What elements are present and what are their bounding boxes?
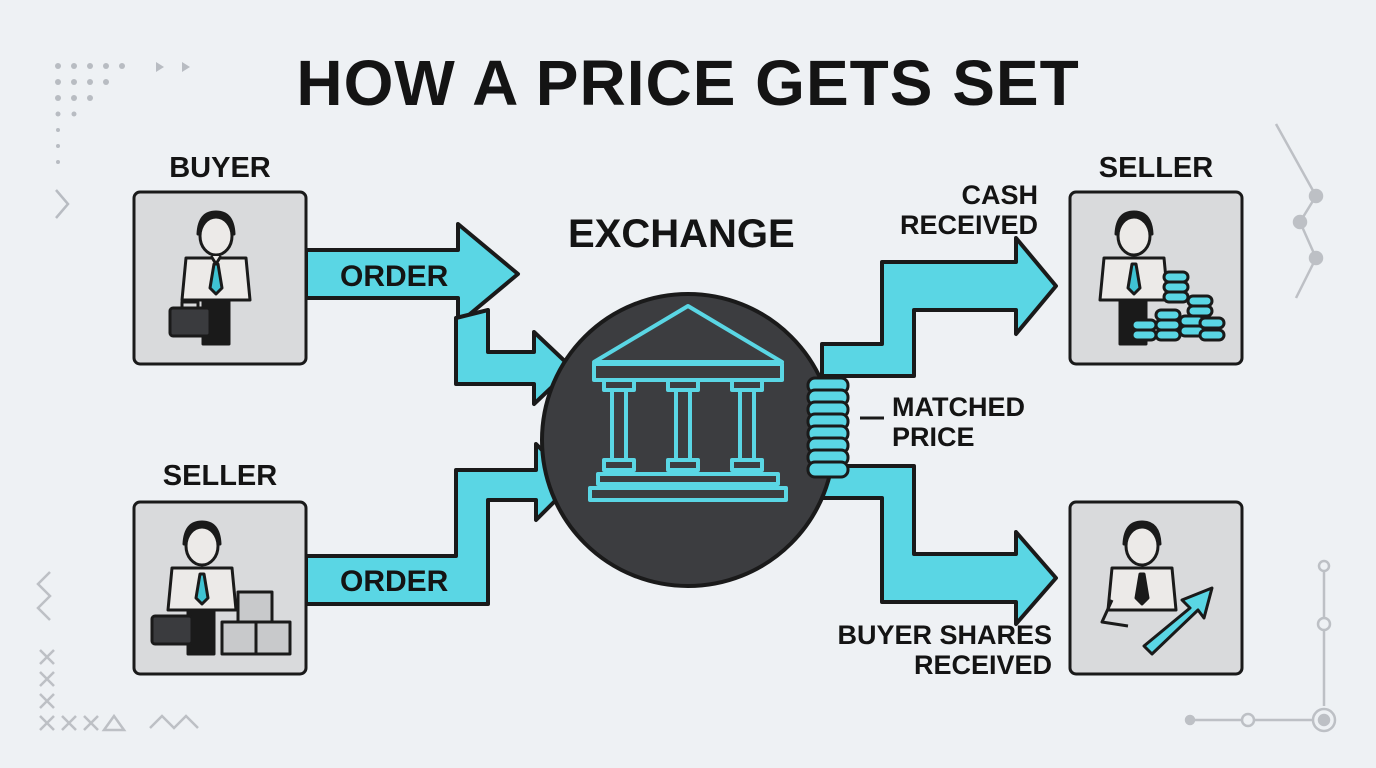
cash-received-label: CASH RECEIVED [880, 180, 1038, 240]
buyer-order-arrow [304, 222, 574, 406]
seller-order-label: ORDER [340, 565, 449, 598]
decorative-dots [55, 62, 190, 164]
matched-price-line1: MATCHED [892, 392, 1025, 422]
seller-left-label: SELLER [162, 460, 278, 492]
seller-right-card [1068, 190, 1244, 366]
buyer-card [132, 190, 308, 366]
cash-received-line1: CASH [961, 180, 1038, 210]
businessman-shares-arrow-icon [1100, 520, 1214, 656]
bank-building-icon [588, 304, 788, 502]
decorative-zigzags [36, 571, 199, 732]
shares-received-line1: BUYER SHARES [837, 620, 1052, 650]
shares-received-line2: RECEIVED [913, 650, 1052, 680]
buyer-right-card [1068, 500, 1244, 676]
buyer-order-label: ORDER [340, 260, 449, 293]
businessman-coins-icon [1098, 210, 1226, 346]
exchange-hub [540, 292, 884, 588]
cash-received-arrow [820, 236, 1058, 378]
businessman-boxes-icon [150, 520, 292, 656]
matched-price-line2: PRICE [892, 422, 975, 452]
matched-price-coins-icon [806, 376, 850, 479]
exchange-label: EXCHANGE [568, 212, 795, 256]
buyer-label: BUYER [169, 152, 271, 184]
matched-price-label: MATCHED PRICE [892, 392, 1025, 452]
businessman-briefcase-icon [168, 210, 252, 346]
seller-left-card [132, 500, 308, 676]
shares-received-label: BUYER SHARES RECEIVED [820, 620, 1052, 680]
shares-received-arrow [820, 464, 1058, 626]
decorative-chevron [55, 189, 70, 219]
decorative-network [1184, 123, 1337, 733]
seller-right-label: SELLER [1098, 152, 1214, 184]
diagram-title: HOW A PRICE GETS SET [296, 47, 1080, 119]
cash-received-line2: RECEIVED [899, 210, 1038, 240]
